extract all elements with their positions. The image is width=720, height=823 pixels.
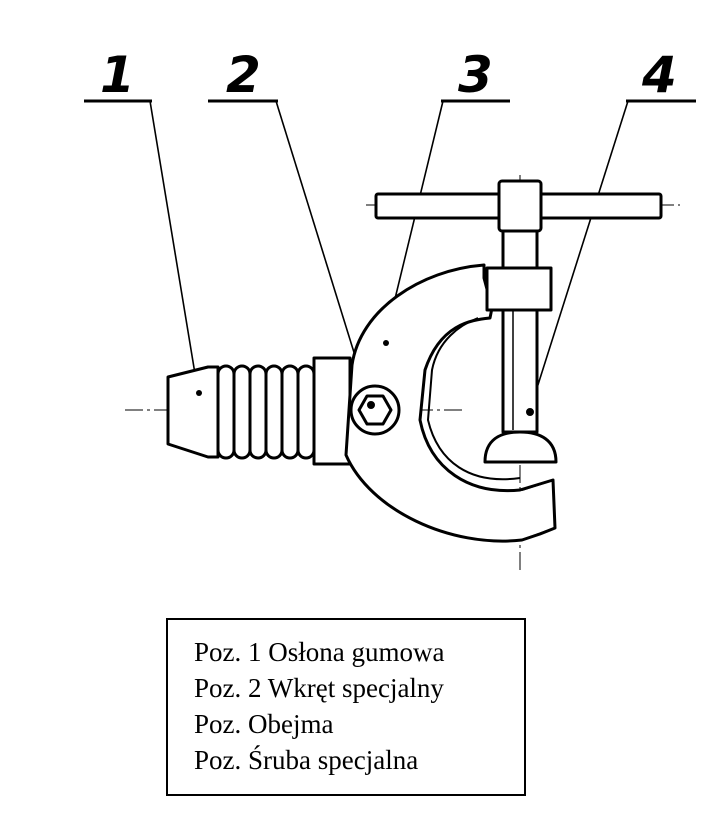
rubber-cover-rib-5 [280, 364, 300, 460]
t-handle-hub [497, 179, 543, 233]
rubber-cover-rib-1 [216, 364, 236, 460]
legend-item-part-1: Poz. 1 Osłona gumowa [194, 637, 445, 667]
bracket-upper-boss [485, 266, 553, 312]
parts-legend-box: Poz. 1 Osłona gumowa Poz. 2 Wkręt specja… [166, 618, 526, 796]
rubber-cover-collar [312, 356, 352, 466]
special-screw-part [349, 384, 401, 436]
rubber-cover-rib-6 [296, 364, 316, 460]
rubber-cover-rib-4 [264, 364, 284, 460]
legend-item-part-3: Poz. Obejma [194, 709, 334, 739]
rubber-cover-rib-3 [248, 364, 268, 460]
rubber-cover-part [166, 356, 352, 466]
rubber-cover-tapered-nose [166, 365, 220, 459]
rubber-cover-rib-2 [232, 364, 252, 460]
bracket-marker-dot [383, 340, 389, 346]
callout-number-4: 4 [642, 46, 677, 104]
bolt-shank-upper [501, 229, 539, 270]
callout-number-3: 3 [458, 46, 493, 104]
rubber-cover-marker-dot [196, 390, 202, 396]
bracket-c-frame [344, 263, 557, 543]
bracket-inner-contour [427, 317, 521, 481]
bolt-pressure-foot [483, 430, 558, 464]
special-bolt-part [374, 179, 663, 464]
leader-line-1 [149, 100, 199, 393]
legend-item-part-2: Poz. 2 Wkręt specjalny [194, 673, 444, 703]
legend-item-part-4: Poz. Śruba specjalna [194, 745, 419, 775]
bolt-centre-dot [526, 408, 534, 416]
special-screw-centre-dot [367, 401, 375, 409]
callout-number-1: 1 [100, 46, 135, 104]
leader-line-4 [529, 100, 629, 411]
special-screw-hex [357, 394, 393, 426]
bracket-lower-jaw-tip [521, 479, 556, 541]
callout-number-2: 2 [226, 46, 261, 104]
